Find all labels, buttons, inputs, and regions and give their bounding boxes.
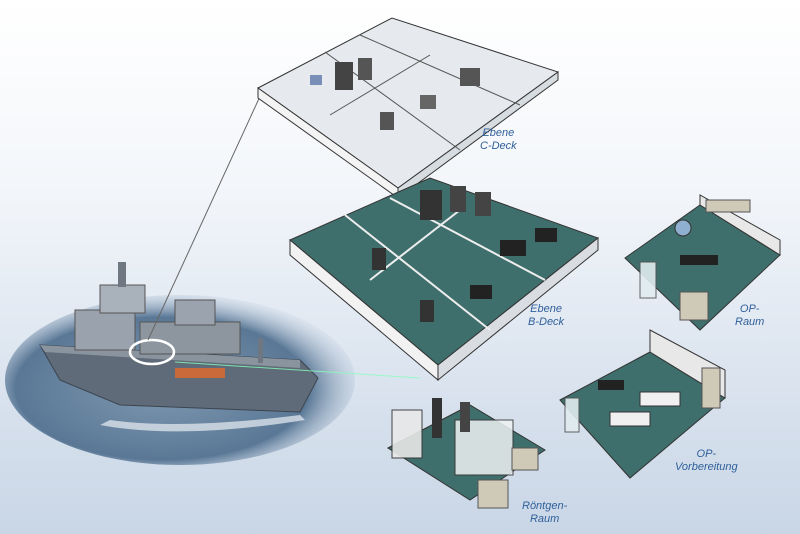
c-deck-partition bbox=[329, 54, 431, 116]
label-roentgen-raum-line2: Raum bbox=[529, 513, 560, 525]
b-deck-equipment bbox=[470, 285, 492, 299]
label-b-deck-line2: B-Deck bbox=[528, 316, 565, 328]
op-raum-cabinet bbox=[705, 199, 751, 213]
ship-aft-mast bbox=[258, 338, 263, 363]
op-raum-table bbox=[680, 255, 718, 265]
op-vorbereitung-door bbox=[564, 397, 580, 433]
c-deck-equipment bbox=[335, 62, 353, 90]
b-deck-floor bbox=[289, 177, 600, 366]
op-vorbereitung-bed bbox=[609, 411, 651, 427]
b-deck-partition bbox=[389, 197, 546, 281]
hospital-module-highlight bbox=[128, 338, 176, 366]
leader-line-b-deck bbox=[174, 361, 421, 379]
roentgen-raum-xray-unit bbox=[460, 402, 470, 432]
roentgen-raum-cabinet bbox=[477, 479, 509, 509]
op-raum-cart bbox=[679, 291, 709, 321]
label-b-deck-line1: Ebene bbox=[530, 303, 562, 315]
label-op-vorbereitung-line2: Vorbereitung bbox=[675, 461, 738, 473]
c-deck-partition bbox=[359, 34, 521, 106]
b-deck-equipment bbox=[475, 192, 491, 216]
ship-bridge bbox=[74, 309, 136, 351]
ship-mast bbox=[118, 262, 126, 287]
ship-containers bbox=[175, 368, 225, 378]
roentgen-raum-glass-wall bbox=[454, 419, 514, 476]
b-deck-equipment bbox=[420, 300, 434, 322]
b-deck-equipment bbox=[420, 190, 442, 220]
b-deck-equipment bbox=[500, 240, 526, 256]
label-c-deck-line2: C-Deck bbox=[480, 140, 517, 152]
ship-photo bbox=[5, 262, 355, 465]
label-roentgen-raum-line1: Röntgen- bbox=[522, 500, 568, 512]
b-deck-equipment bbox=[535, 228, 557, 242]
leader-line-c-deck bbox=[147, 91, 263, 341]
ship-crane-house bbox=[174, 299, 216, 326]
c-deck-equipment bbox=[460, 68, 480, 86]
label-c-deck-line1: Ebene bbox=[482, 127, 515, 139]
c-deck-equipment bbox=[380, 112, 394, 130]
label-b-deck: Ebene B-Deck bbox=[528, 303, 564, 329]
ship-wake bbox=[100, 415, 305, 432]
c-deck-floor bbox=[257, 17, 560, 189]
op-vorbereitung-cabinet bbox=[701, 367, 721, 409]
b-deck-partition bbox=[344, 214, 491, 331]
op-vorbereitung-stretcher bbox=[598, 380, 624, 390]
b-deck-plan bbox=[289, 177, 600, 382]
roentgen-raum-xray-unit bbox=[432, 398, 442, 438]
c-deck-equipment bbox=[420, 95, 436, 109]
op-raum-room bbox=[624, 194, 781, 331]
roentgen-raum-room bbox=[387, 398, 546, 509]
label-op-raum: OP- Raum bbox=[735, 303, 764, 329]
op-vorbereitung-bed bbox=[639, 391, 681, 407]
label-op-raum-line1: OP- bbox=[739, 303, 760, 315]
ship-bridge-upper bbox=[99, 284, 146, 314]
label-c-deck: Ebene C-Deck bbox=[480, 127, 517, 153]
op-raum-door bbox=[639, 261, 657, 299]
label-op-vorbereitung-line1: OP- bbox=[696, 448, 717, 460]
c-deck-plan bbox=[257, 17, 560, 199]
ship-superstructure bbox=[139, 321, 241, 355]
label-op-raum-line2: Raum bbox=[735, 316, 765, 328]
op-vorbereitung-room bbox=[559, 329, 726, 479]
roentgen-raum-desk bbox=[511, 447, 539, 471]
roentgen-raum-wall bbox=[391, 409, 423, 459]
label-roentgen-raum: Röntgen- Raum bbox=[522, 500, 567, 526]
b-deck-equipment bbox=[372, 248, 386, 270]
op-raum-lamp bbox=[674, 219, 692, 237]
label-op-vorbereitung: OP- Vorbereitung bbox=[675, 448, 738, 474]
ship-deck bbox=[40, 345, 300, 368]
c-deck-equipment bbox=[310, 75, 322, 85]
b-deck-equipment bbox=[450, 186, 466, 212]
c-deck-equipment bbox=[358, 58, 372, 80]
